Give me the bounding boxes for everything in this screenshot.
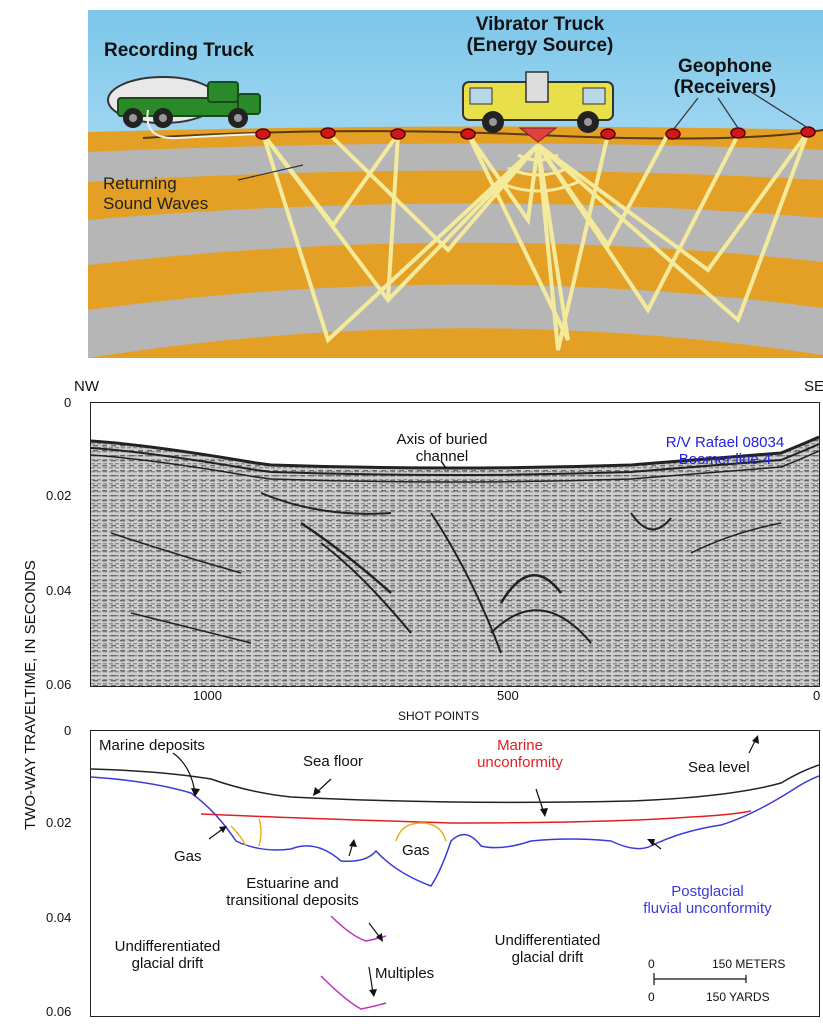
arrowheads: [191, 735, 759, 997]
gas-left-outline: [230, 825, 247, 847]
interpretation-panel: [90, 730, 820, 1017]
scale-meters-zero: 0: [648, 957, 655, 971]
multiples-label: Multiples: [375, 965, 435, 982]
marine-unconformity-label: Marine unconformity: [460, 737, 580, 771]
multiples-lower: [320, 975, 387, 1010]
reflectors: [91, 435, 819, 654]
marine-unconf-line1: Marine: [497, 737, 543, 754]
survey-illustration: [88, 10, 823, 358]
undiff-right-label: Undifferentiated glacial drift: [475, 932, 620, 966]
undiff-right-line2: glacial drift: [511, 949, 584, 966]
interp-ytick-2: 0.04: [46, 910, 72, 925]
geophone-leaders: [237, 89, 809, 181]
seismic-record: [91, 435, 819, 686]
profile-xtick-0: 0: [813, 688, 821, 703]
returning-line2: Sound Waves: [103, 194, 209, 213]
leader-lines: [172, 738, 757, 994]
geophone-label: Geophone (Receivers): [650, 56, 800, 98]
axis-channel-line2: channel: [415, 448, 469, 465]
fluvial-unconformity-line: [90, 775, 820, 887]
sea-level-label: Sea level: [688, 759, 750, 776]
profile-ytick-0: 0: [64, 395, 72, 410]
shot-points-label: SHOT POINTS: [398, 709, 480, 723]
profile-ytick-2: 0.04: [46, 583, 72, 598]
ray-paths: [261, 130, 810, 351]
vibrator-truck-label: Vibrator Truck (Energy Source): [440, 14, 640, 56]
estuarine-line2: transitional deposits: [226, 892, 359, 909]
axis-channel-label: Axis of buried channel: [372, 431, 512, 465]
geophone-line1: Geophone: [678, 56, 772, 77]
profile-ytick-3: 0.06: [46, 677, 72, 692]
vibrator-truck-line1: Vibrator Truck: [475, 14, 605, 35]
postglacial-line1: Postglacial: [671, 883, 744, 900]
gas-center-label: Gas: [402, 842, 430, 859]
vibrator-truck-line2: (Energy Source): [466, 35, 614, 56]
seismic-profile-panel: [90, 402, 820, 687]
interp-ytick-0: 0: [64, 723, 72, 738]
axis-channel-leader: [440, 460, 447, 469]
scale-meters-label: 150 METERS: [712, 957, 786, 971]
recording-truck: [107, 76, 264, 140]
y-axis-label: TWO-WAY TRAVELTIME, IN SECONDS: [22, 560, 39, 830]
undiff-left-line2: glacial drift: [131, 955, 204, 972]
seismic-survey-diagram: [88, 10, 823, 358]
scale-yards-zero: 0: [648, 990, 655, 1004]
vessel-line1: R/V Rafael 08034: [665, 434, 785, 451]
nw-label: NW: [74, 378, 99, 395]
marine-unconformity-line: [200, 810, 752, 824]
geophones: [255, 126, 816, 140]
interpretation-lines: [90, 735, 820, 1010]
gas-left-outline-2: [258, 818, 262, 847]
recording-truck-label: Recording Truck: [104, 40, 254, 61]
axis-channel-line1: Axis of buried: [396, 431, 488, 448]
se-label: SE: [804, 378, 823, 395]
undiff-right-line1: Undifferentiated: [494, 932, 601, 949]
profile-xtick-500: 500: [497, 688, 519, 703]
marine-deposits-label: Marine deposits: [99, 737, 205, 754]
geophone-line2: (Receivers): [673, 77, 777, 98]
interp-ytick-1: 0.02: [46, 815, 72, 830]
interp-ytick-3: 0.06: [46, 1004, 72, 1019]
profile-xtick-1000: 1000: [193, 688, 222, 703]
postglacial-label: Postglacial fluvial unconformity: [620, 883, 795, 917]
scale-yards-label: 150 YARDS: [706, 990, 770, 1004]
vibrator-truck: [462, 71, 614, 143]
layer-sand-4: [88, 328, 823, 358]
gas-center-outline: [395, 822, 447, 842]
estuarine-line1: Estuarine and: [246, 875, 339, 892]
vessel-label: R/V Rafael 08034 Boomer line 4: [640, 434, 810, 468]
returning-waves-label: Returning Sound Waves: [103, 174, 208, 214]
postglacial-line2: fluvial unconformity: [643, 900, 772, 917]
sea-floor-label: Sea floor: [303, 753, 364, 770]
undiff-left-label: Undifferentiated glacial drift: [95, 938, 240, 972]
vessel-line2: Boomer line 4: [678, 451, 772, 468]
estuarine-label: Estuarine and transitional deposits: [210, 875, 375, 909]
scale-bar: [653, 973, 747, 985]
gas-left-label: Gas: [174, 848, 202, 865]
marine-unconf-line2: unconformity: [477, 754, 563, 771]
sea-floor-line: [90, 764, 820, 804]
undiff-left-line1: Undifferentiated: [114, 938, 221, 955]
wavefronts: [497, 153, 579, 193]
returning-line1: Returning: [103, 174, 177, 193]
profile-ytick-1: 0.02: [46, 488, 72, 503]
